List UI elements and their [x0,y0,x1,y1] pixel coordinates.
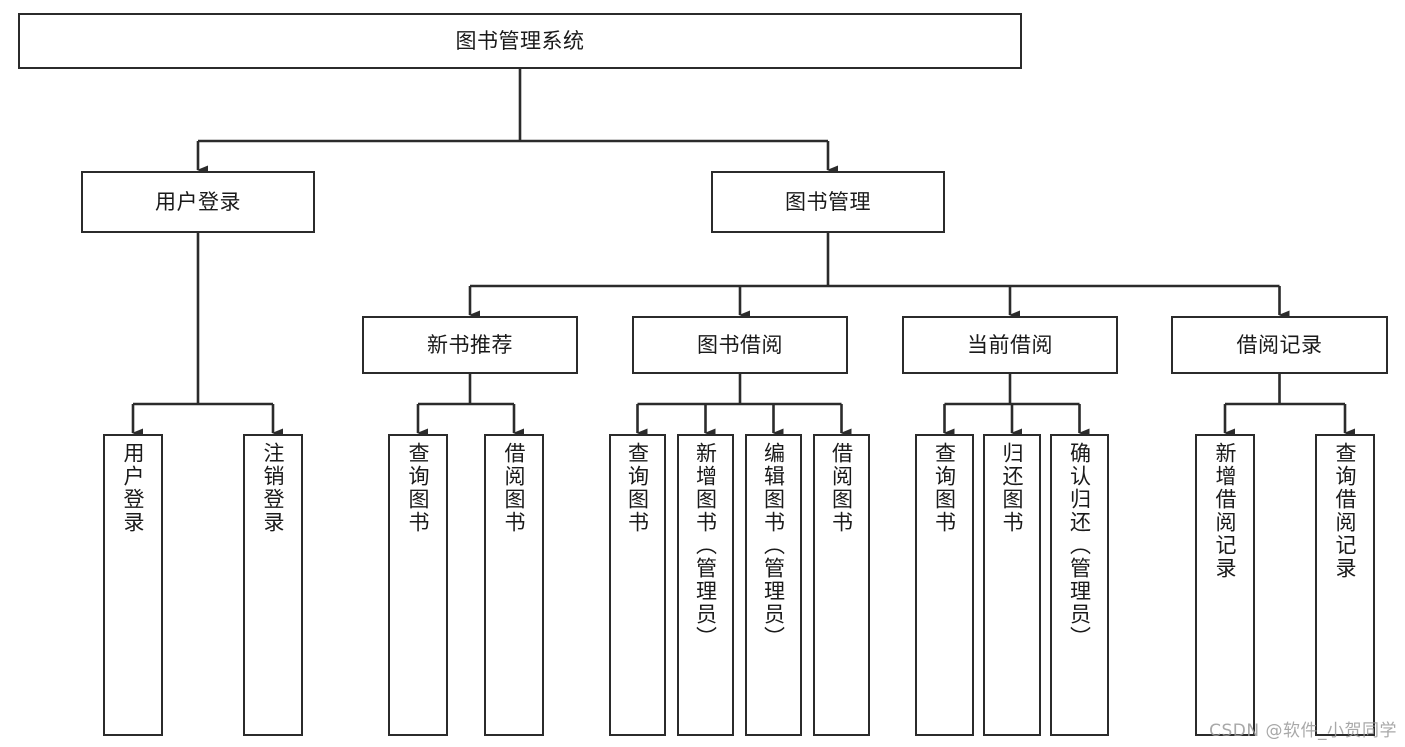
node-leaf-query-book-1[interactable]: 查询图书 [388,434,448,736]
node-label: 图书管理系统 [455,28,585,53]
node-label: 查询图书 [932,442,957,534]
node-label: 图书管理 [785,189,871,214]
node-label: 图书借阅 [697,332,783,357]
node-label: 新增图书（管理员） [693,442,718,649]
node-current-borrow[interactable]: 当前借阅 [902,316,1118,374]
node-leaf-query-book-3[interactable]: 查询图书 [915,434,974,736]
node-new-book-rec[interactable]: 新书推荐 [362,316,578,374]
node-label: 借阅记录 [1236,332,1323,357]
node-label: 归还图书 [1000,442,1025,534]
node-leaf-confirm-return[interactable]: 确认归还（管理员） [1050,434,1109,736]
node-leaf-user-login[interactable]: 用户登录 [103,434,163,736]
node-leaf-edit-book[interactable]: 编辑图书（管理员） [745,434,802,736]
node-label: 用户登录 [155,189,241,214]
node-leaf-borrow-book-2[interactable]: 借阅图书 [813,434,870,736]
node-label: 查询借阅记录 [1333,442,1358,580]
watermark: CSDN @软件_小贺同学 [1209,721,1397,741]
node-label: 当前借阅 [967,332,1053,357]
node-label: 新书推荐 [427,332,513,357]
node-borrow-record[interactable]: 借阅记录 [1171,316,1388,374]
node-label: 确认归还（管理员） [1067,442,1092,649]
node-book-manage[interactable]: 图书管理 [711,171,945,233]
node-leaf-add-record[interactable]: 新增借阅记录 [1195,434,1255,736]
node-leaf-query-record[interactable]: 查询借阅记录 [1315,434,1375,736]
edge-group [131,69,1355,438]
node-leaf-query-book-2[interactable]: 查询图书 [609,434,666,736]
node-label: 用户登录 [121,442,146,534]
node-label: 新增借阅记录 [1213,442,1238,580]
node-leaf-add-book[interactable]: 新增图书（管理员） [677,434,734,736]
node-book-borrow[interactable]: 图书借阅 [632,316,848,374]
node-label: 编辑图书（管理员） [761,442,786,649]
node-label: 借阅图书 [502,442,527,534]
node-user-login[interactable]: 用户登录 [81,171,315,233]
node-root[interactable]: 图书管理系统 [18,13,1022,69]
node-leaf-borrow-book-1[interactable]: 借阅图书 [484,434,544,736]
node-label: 查询图书 [406,442,431,534]
node-label: 借阅图书 [829,442,854,534]
node-label: 注销登录 [261,442,286,534]
node-leaf-user-logout[interactable]: 注销登录 [243,434,303,736]
node-label: 查询图书 [625,442,650,534]
node-leaf-return-book[interactable]: 归还图书 [983,434,1041,736]
